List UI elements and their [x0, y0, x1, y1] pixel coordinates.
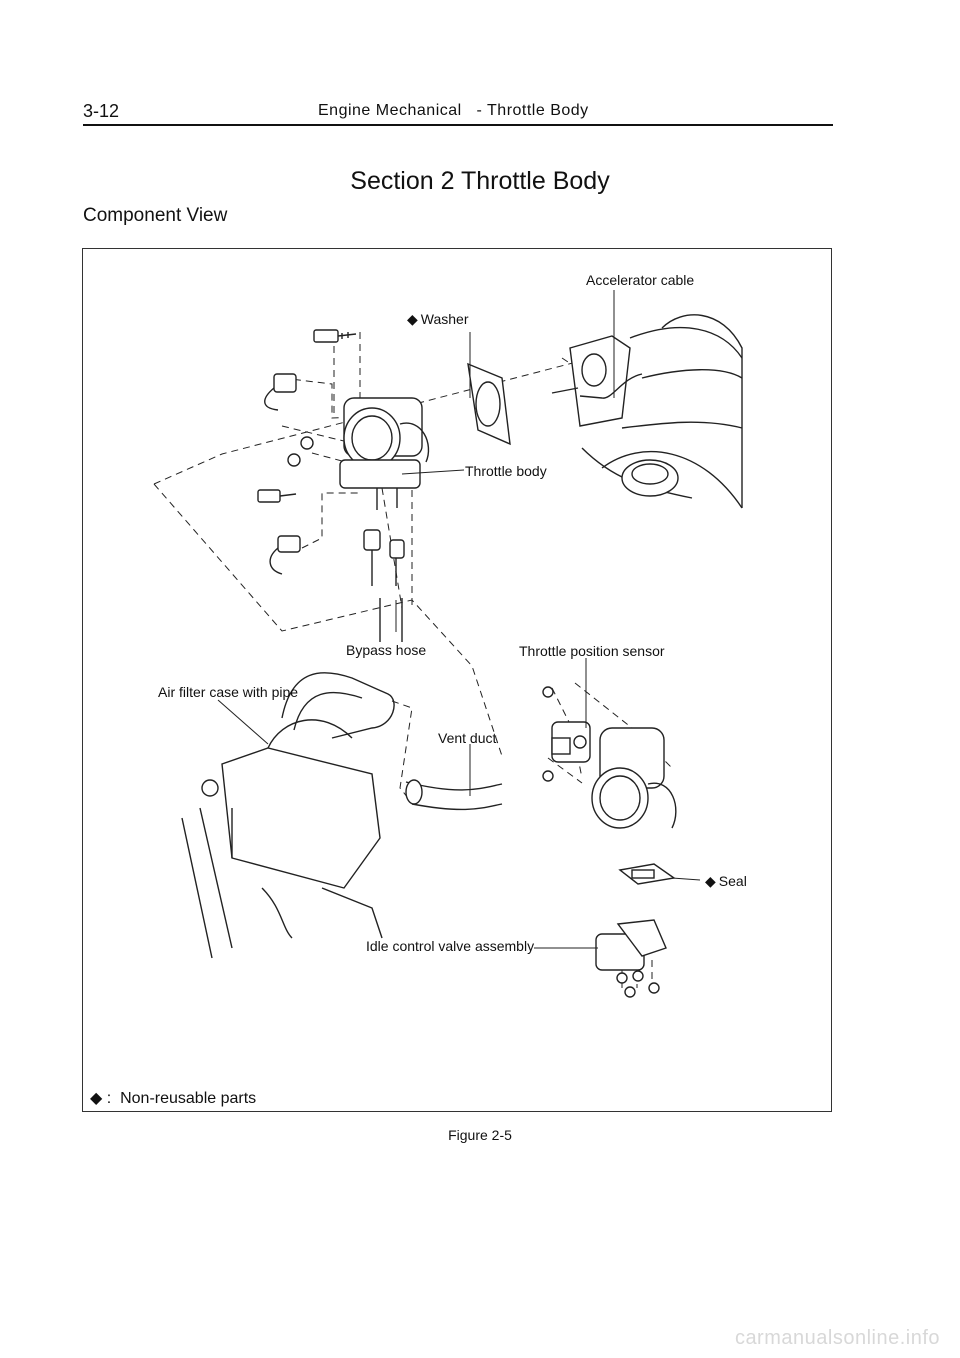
label-air-filter-case: Air filter case with pipe: [158, 684, 299, 700]
label-idle-control-valve: Idle control valve assembly: [366, 938, 535, 954]
connector-upper: [264, 373, 297, 411]
running-header: Engine Mechanical - Throttle Body: [318, 102, 589, 119]
engine-block: [551, 314, 743, 509]
bolt-top: [313, 329, 357, 343]
idle-valve-drawing: [595, 919, 667, 998]
figure-caption: Figure 2-5: [448, 1127, 512, 1143]
label-throttle-position-sensor: Throttle position sensor: [519, 643, 665, 659]
non-reusable-marker-washer: ◆: [407, 311, 418, 327]
watermark: carmanualsonline.info: [734, 1327, 940, 1349]
label-vent-duct: Vent duct: [438, 730, 497, 746]
air-filter-drawing: [181, 672, 395, 959]
label-throttle-body: Throttle body: [465, 463, 547, 479]
header-rule: [83, 124, 833, 126]
vent-duct-drawing: [405, 779, 503, 811]
page-number: 3-12: [83, 101, 120, 121]
throttle-body-drawing: [339, 397, 430, 510]
label-accelerator-cable: Accelerator cable: [586, 272, 695, 288]
figure-frame: [82, 248, 832, 1112]
bypass-hose-drawing: [363, 529, 405, 642]
section-title: Section 2 Throttle Body: [350, 167, 610, 195]
washer-gasket: [467, 362, 511, 446]
tps-drawing: [542, 686, 677, 829]
legend-diamond-icon: ◆: [90, 1090, 103, 1107]
bolt-mid: [257, 489, 297, 503]
figure-legend: ◆ : Non-reusable parts: [90, 1088, 256, 1108]
label-washer: ◆Washer: [407, 311, 469, 327]
seal-drawing: [618, 863, 676, 885]
label-seal: ◆Seal: [705, 873, 747, 889]
component-diagram: [153, 290, 743, 998]
legend-text: : Non-reusable parts: [106, 1090, 257, 1107]
non-reusable-marker-seal: ◆: [705, 873, 716, 889]
connector-lower: [269, 535, 301, 575]
label-bypass-hose: Bypass hose: [346, 642, 427, 658]
subsection-title: Component View: [83, 205, 228, 226]
leader-lines: [217, 290, 701, 949]
